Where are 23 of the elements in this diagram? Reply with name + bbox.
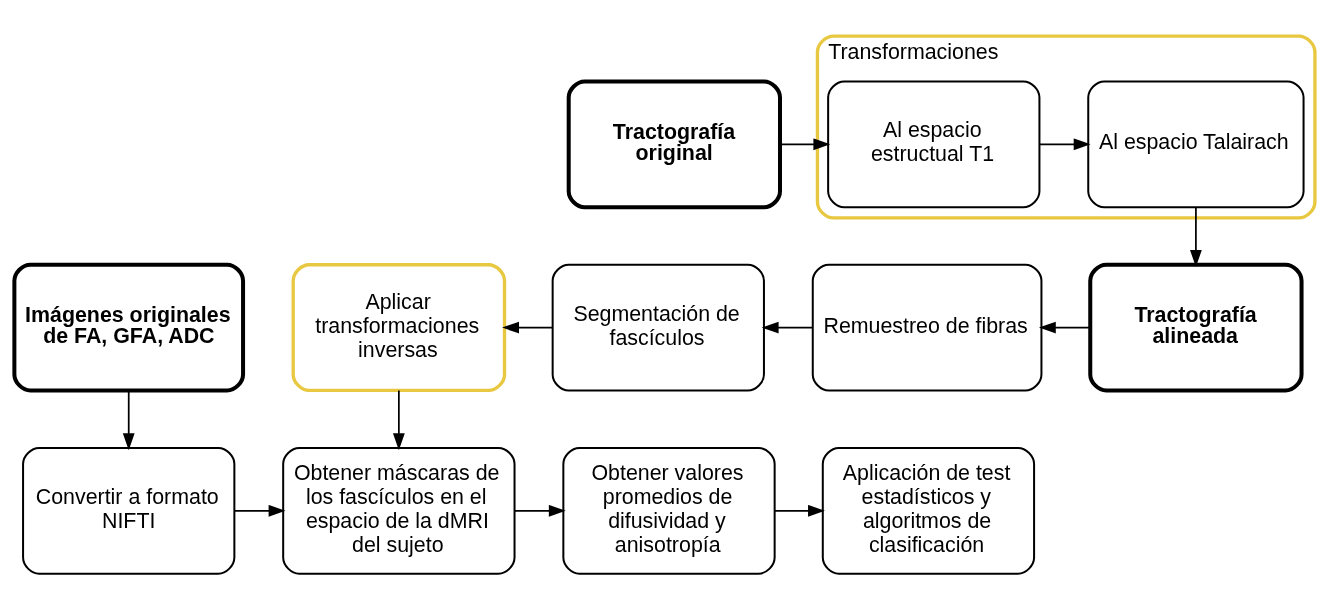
node-box: Aplicar transformaciones inversas <box>291 262 507 392</box>
node-box: Remuestreo de fibras <box>811 263 1043 391</box>
arrow <box>779 137 831 150</box>
node-box: Aplicación de test estadísticos y algoritmos de clasificación <box>821 446 1036 575</box>
node-box: Imágenes originales de FA, GFA, ADC <box>12 262 246 392</box>
node-box: Obtener valores promedios de difusividad y anisotropía <box>562 446 776 575</box>
node-box: Al espacio Talairach <box>1087 80 1305 208</box>
arrow <box>514 504 566 517</box>
arrow <box>502 321 553 333</box>
node-box: Convertir a formato NIFTI <box>22 446 236 575</box>
node-box: Al espacio estructual T1 <box>827 80 1041 208</box>
node-box: Obtener máscaras de los fascículos en el espacio de la dMRI del sujeto <box>282 446 516 575</box>
arrow <box>1038 137 1091 150</box>
arrow <box>1038 321 1091 333</box>
arrow <box>122 389 135 450</box>
arrow <box>233 504 286 517</box>
node-box: Tractografía alineada <box>1088 262 1304 392</box>
arrow <box>392 389 405 450</box>
arrow <box>1190 205 1202 267</box>
node-box: Tractografía original <box>566 79 782 209</box>
arrow <box>761 321 814 333</box>
node-box: Segmentación de fascículos <box>551 263 765 391</box>
arrow <box>774 504 825 517</box>
